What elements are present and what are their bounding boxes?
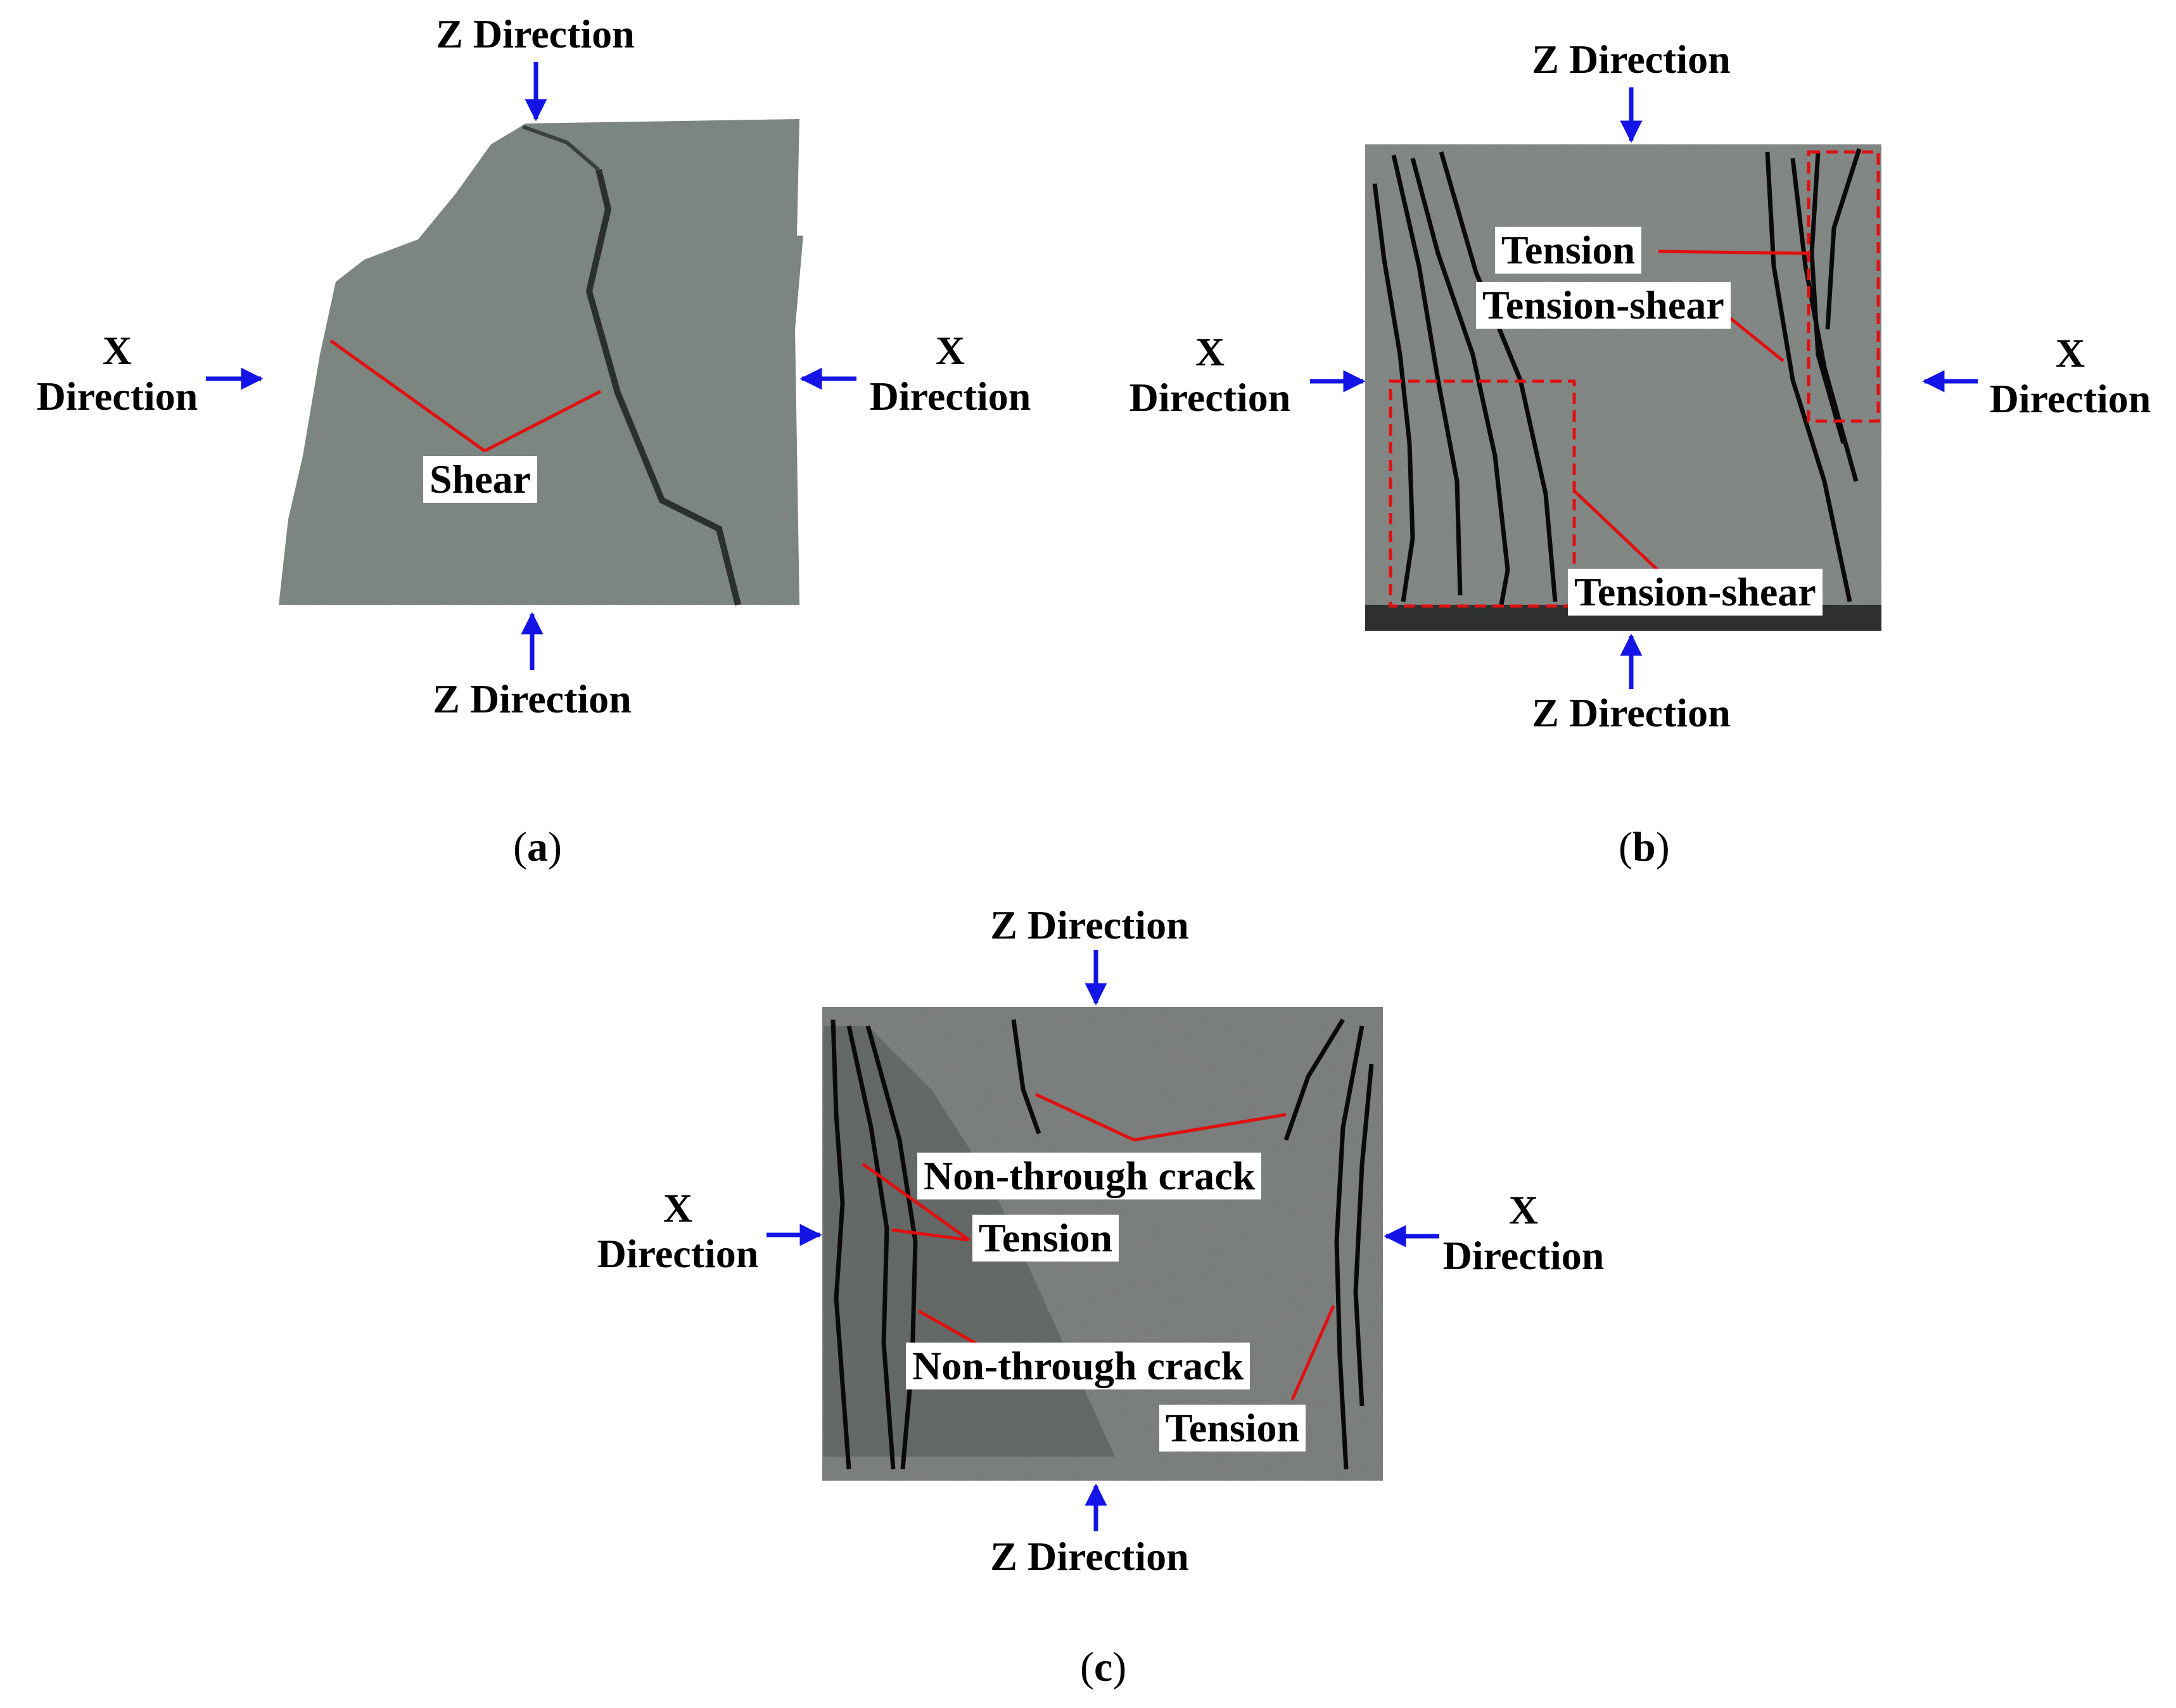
direction-word: Direction xyxy=(1442,1232,1605,1278)
panel-b-tension-shear-lower-label: Tension-shear xyxy=(1568,569,1823,616)
caption-letter: b xyxy=(1632,824,1656,870)
x-letter: X xyxy=(1195,329,1225,374)
caption-letter: a xyxy=(526,824,548,870)
panel-c-z-top-label: Z Direction xyxy=(990,902,1189,947)
panel-b-tension-label: Tension xyxy=(1495,227,1642,274)
panel-c-non-through-crack-upper-label: Non-through crack xyxy=(917,1153,1262,1200)
panel-b-x-right-label: X Direction xyxy=(1975,331,2165,421)
panel-a-arrows xyxy=(206,62,856,670)
x-letter: X xyxy=(1508,1187,1539,1232)
direction-word: Direction xyxy=(36,373,198,419)
panel-b-cracks xyxy=(1372,148,1862,605)
panel-c-tension-lower-label: Tension xyxy=(1159,1405,1306,1452)
direction-word: Direction xyxy=(869,373,1031,419)
panel-b-z-bottom-label: Z Direction xyxy=(1532,690,1731,735)
caption-letter: c xyxy=(1093,1644,1113,1690)
panel-a-x-left-label: X Direction xyxy=(13,328,222,419)
panel-b-caption: (b) xyxy=(1619,824,1670,870)
panel-c-x-left-label: X Direction xyxy=(583,1186,773,1276)
panel-b-x-left-label: X Direction xyxy=(1115,329,1305,420)
x-letter: X xyxy=(102,328,132,373)
panel-c-arrows xyxy=(767,950,1439,1531)
panel-a-shear-leaders xyxy=(329,339,602,453)
panel-a-specimen xyxy=(279,119,803,606)
direction-word: Direction xyxy=(1989,376,2151,421)
panel-c-non-through-crack-lower-label: Non-through crack xyxy=(906,1343,1250,1390)
x-letter: X xyxy=(2055,331,2085,376)
panel-c-tension-upper-label: Tension xyxy=(972,1215,1119,1262)
x-letter: X xyxy=(663,1186,693,1230)
panel-b-z-top-label: Z Direction xyxy=(1532,37,1731,82)
panel-b-arrows xyxy=(1310,87,1978,689)
panel-b-specimen xyxy=(1365,144,1881,631)
x-letter: X xyxy=(935,328,965,373)
direction-word: Direction xyxy=(1129,374,1291,420)
panel-c-caption: (c) xyxy=(1080,1644,1127,1690)
panel-c-z-bottom-label: Z Direction xyxy=(990,1534,1189,1579)
panel-b-tension-shear-upper-label: Tension-shear xyxy=(1476,282,1731,329)
panel-a-caption: (a) xyxy=(513,824,562,870)
panel-a-shear-label: Shear xyxy=(423,456,537,503)
direction-word: Direction xyxy=(597,1230,759,1276)
panel-b-dashed-regions xyxy=(1389,150,1880,608)
panel-c-cracks xyxy=(830,1018,1374,1470)
panel-c-x-right-label: X Direction xyxy=(1428,1187,1619,1278)
panel-a-x-right-label: X Direction xyxy=(846,328,1055,419)
panel-a-z-top-label: Z Direction xyxy=(436,11,635,56)
panel-a-z-bottom-label: Z Direction xyxy=(433,676,632,721)
